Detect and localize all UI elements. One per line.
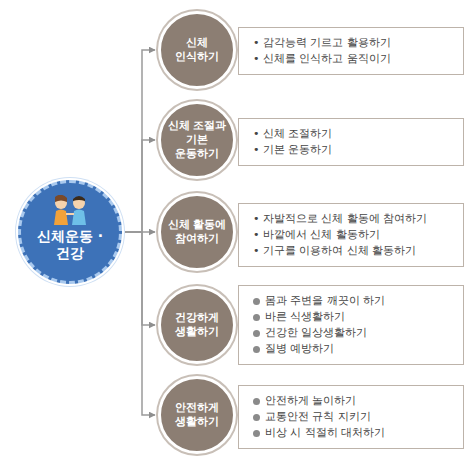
category-title: 건강하게 생활하기 <box>165 311 229 339</box>
list-item: 건강한 일상생활하기 <box>253 325 455 341</box>
label-text: • 신체를 인식하고 움직이기 <box>253 51 391 67</box>
bullet-dot <box>253 298 260 305</box>
child-hair <box>73 196 85 201</box>
label-text: • 자발적으로 신체 활동에 참여하기 <box>253 211 427 227</box>
category-circle: 신체 인식하기 <box>158 11 236 89</box>
label-text: • 기구를 이용하여 신체 활동하기 <box>253 243 416 259</box>
bullet-dot <box>253 330 260 337</box>
label-text: 신체운동 · 건강 <box>37 228 103 261</box>
branch-connector <box>125 232 155 325</box>
category-title: 신체 조절과 기본 운동하기 <box>165 119 229 161</box>
label-text: 건강한 일상생활하기 <box>265 325 368 341</box>
label-text: 몸과 주변을 깨끗이 하기 <box>265 293 386 309</box>
branch-connector <box>125 50 155 232</box>
list-item: • 자발적으로 신체 활동에 참여하기 <box>253 211 455 227</box>
label-text: 바른 식생활하기 <box>265 309 346 325</box>
category-circle: 안전하게 생활하기 <box>158 376 236 454</box>
list-item: • 신체를 인식하고 움직이기 <box>253 51 455 67</box>
holding-hands <box>66 213 74 215</box>
branch-connector <box>125 140 155 232</box>
label-text: 신체 조절과 기본 운동하기 <box>168 119 227 160</box>
content-box: 몸과 주변을 깨끗이 하기바른 식생활하기건강한 일상생활하기질병 예방하기 <box>238 285 464 365</box>
child-body <box>72 210 86 226</box>
category-title: 신체 활동에 참여하기 <box>165 218 229 246</box>
child-hair <box>55 195 67 202</box>
bullet-dot <box>253 398 260 405</box>
label-text: • 감각능력 기르고 활용하기 <box>253 35 391 51</box>
label-text: 안전하게 생활하기 <box>175 401 219 428</box>
child-head <box>73 197 85 209</box>
label-text: 신체 인식하기 <box>175 36 219 63</box>
children-icon <box>47 195 93 229</box>
bullet-dot <box>253 314 260 321</box>
bullet-dot <box>253 430 260 437</box>
list-item: 질병 예방하기 <box>253 341 455 357</box>
list-item: 바른 식생활하기 <box>253 309 455 325</box>
category-title: 안전하게 생활하기 <box>165 401 229 429</box>
list-item: • 기본 운동하기 <box>253 142 455 158</box>
bullet-dot <box>253 346 260 353</box>
label-text: 신체 활동에 참여하기 <box>168 218 227 245</box>
content-box: • 감각능력 기르고 활용하기• 신체를 인식하고 움직이기 <box>238 27 464 75</box>
branch-connector <box>125 232 155 415</box>
list-item: 교통안전 규칙 지키기 <box>253 409 455 425</box>
list-item: 안전하게 놀이하기 <box>253 393 455 409</box>
topic-title: 신체운동 · 건강 <box>30 228 110 262</box>
list-item: • 감각능력 기르고 활용하기 <box>253 35 455 51</box>
label-text: 비상 시 적절히 대처하기 <box>265 425 386 441</box>
label-text: • 신체 조절하기 <box>253 126 332 142</box>
category-title: 신체 인식하기 <box>165 36 229 64</box>
content-box: • 신체 조절하기• 기본 운동하기 <box>238 118 464 166</box>
bullet-dot <box>253 414 260 421</box>
label-text: 건강하게 생활하기 <box>175 311 219 338</box>
category-circle: 신체 조절과 기본 운동하기 <box>158 101 236 179</box>
content-box: • 자발적으로 신체 활동에 참여하기• 바깥에서 신체 활동하기• 기구를 이… <box>238 203 464 267</box>
list-item: 몸과 주변을 깨끗이 하기 <box>253 293 455 309</box>
child-body <box>54 210 68 226</box>
label-text: 안전하게 놀이하기 <box>265 393 357 409</box>
list-item: • 신체 조절하기 <box>253 126 455 142</box>
label-text: • 기본 운동하기 <box>253 142 332 158</box>
content-box: 안전하게 놀이하기교통안전 규칙 지키기비상 시 적절히 대처하기 <box>238 385 464 449</box>
label-text: 질병 예방하기 <box>265 341 335 357</box>
label-text: • 바깥에서 신체 활동하기 <box>253 227 380 243</box>
list-item: 비상 시 적절히 대처하기 <box>253 425 455 441</box>
category-circle: 신체 활동에 참여하기 <box>158 193 236 271</box>
list-item: • 기구를 이용하여 신체 활동하기 <box>253 243 455 259</box>
category-circle: 건강하게 생활하기 <box>158 286 236 364</box>
list-item: • 바깥에서 신체 활동하기 <box>253 227 455 243</box>
topic-circle: 신체운동 · 건강 <box>18 180 122 284</box>
label-text: 교통안전 규칙 지키기 <box>265 409 371 425</box>
